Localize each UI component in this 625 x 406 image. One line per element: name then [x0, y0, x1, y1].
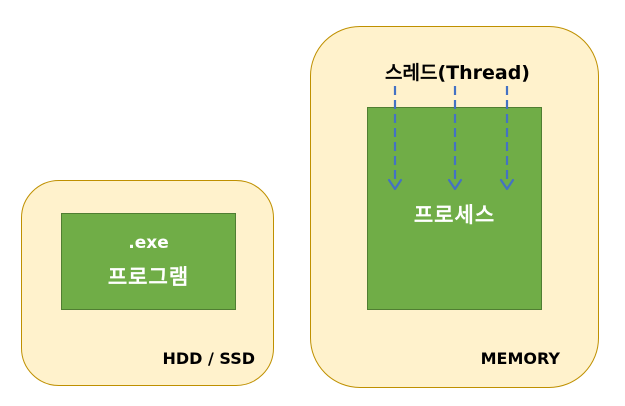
- memory-title: MEMORY: [480, 349, 560, 368]
- storage-title: HDD / SSD: [162, 349, 255, 368]
- process-label: 프로세스: [413, 203, 496, 227]
- thread-label: 스레드(Thread): [385, 62, 530, 84]
- thread-arrow-head-1: [387, 178, 403, 191]
- program-label: 프로그램: [107, 265, 190, 289]
- thread-arrow-head-2: [447, 178, 463, 191]
- program-extension-label: .exe: [128, 233, 169, 253]
- thread-arrow-head-3: [499, 178, 515, 191]
- process-box: [367, 107, 542, 310]
- program-box: [61, 213, 236, 310]
